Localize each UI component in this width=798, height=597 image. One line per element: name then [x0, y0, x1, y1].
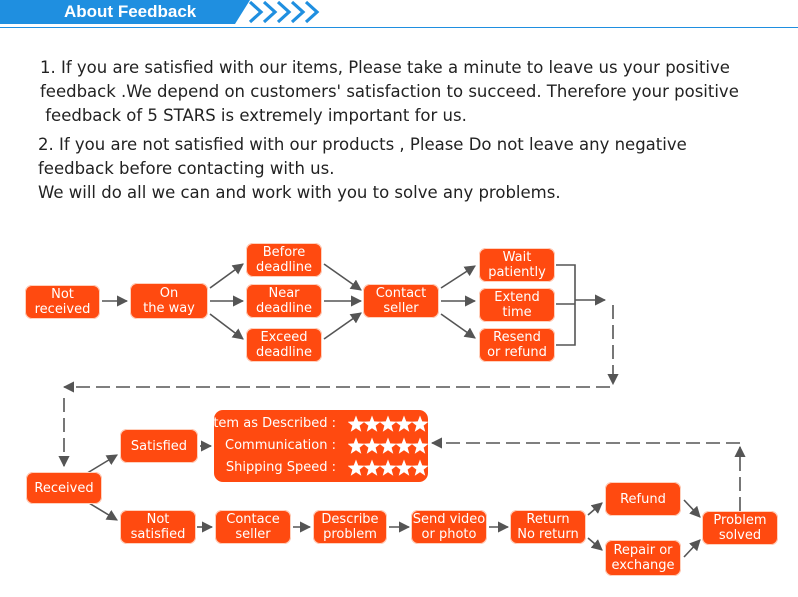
five-star-ratings: Ltem as Described : Communication : Ship… [206, 410, 428, 482]
chevrons-right-icon [248, 0, 320, 24]
rating-label: Ltem as Described : [206, 416, 336, 431]
star-icon [395, 459, 413, 476]
header-bar [0, 0, 250, 24]
node-before-deadline: Before deadline [246, 243, 322, 277]
node-on-the-way: On the way [130, 283, 208, 319]
text-line: feedback .We depend on customers' satisf… [40, 82, 739, 101]
node-wait-patiently: Wait patiently [479, 248, 555, 282]
header-divider [0, 27, 798, 28]
node-refund: Refund [605, 482, 681, 516]
star-icon [379, 415, 397, 432]
star-icon [348, 459, 428, 476]
star-icon [348, 459, 365, 476]
text-line: 2. If you are not satisfied with our pro… [38, 135, 687, 154]
node-exceed-deadline: Exceed deadline [246, 328, 322, 362]
rating-label: Shipping Speed : [225, 460, 336, 475]
star-icon [411, 459, 428, 476]
star-icon [348, 415, 365, 432]
node-satisfied: Satisfied [120, 429, 198, 463]
node-repair-or-exchange: Repair or exchange [605, 540, 681, 576]
node-resend-or-refund: Resend or refund [479, 328, 555, 362]
text-line: feedback of 5 STARS is extremely importa… [40, 106, 467, 125]
star-icon [411, 437, 428, 454]
text-line: We will do all we can and work with you … [38, 183, 561, 202]
text-line: 1. If you are satisfied with our items, … [40, 58, 730, 77]
star-icon [363, 415, 381, 432]
text-line: feedback before contacting with us. [38, 159, 335, 178]
header: About Feedback [0, 0, 798, 30]
node-contact-seller-bottom: Contace seller [215, 510, 291, 544]
star-icon [411, 415, 428, 432]
star-icon [363, 459, 381, 476]
star-icon [348, 415, 428, 432]
node-not-received: Not received [25, 285, 100, 319]
not-satisfied-instructions: 2. If you are not satisfied with our pro… [38, 133, 687, 205]
star-icon [379, 459, 397, 476]
rating-row: Ltem as Described : [206, 414, 428, 434]
node-describe-problem: Describe problem [313, 510, 387, 544]
node-send-video: Send video or photo [411, 510, 487, 544]
rating-row: Shipping Speed : [214, 458, 428, 478]
star-icon [395, 415, 413, 432]
star-icon [379, 437, 397, 454]
node-return: Return No return [510, 510, 586, 544]
node-problem-solved: Problem solved [702, 511, 778, 545]
star-icon [348, 437, 365, 454]
node-near-deadline: Near deadline [246, 284, 322, 318]
node-extend-time: Extend time [479, 288, 555, 322]
satisfied-instructions: 1. If you are satisfied with our items, … [40, 56, 739, 128]
node-not-satisfied: Not satisfied [120, 510, 196, 544]
rating-label: Communication : [225, 438, 336, 453]
node-received: Received [26, 472, 102, 504]
node-contact-seller: Contact seller [363, 284, 439, 318]
star-icon [348, 437, 428, 454]
star-icon [395, 437, 413, 454]
star-icon [363, 437, 381, 454]
rating-row: Communication : [214, 436, 428, 456]
page-title: About Feedback [64, 2, 197, 21]
